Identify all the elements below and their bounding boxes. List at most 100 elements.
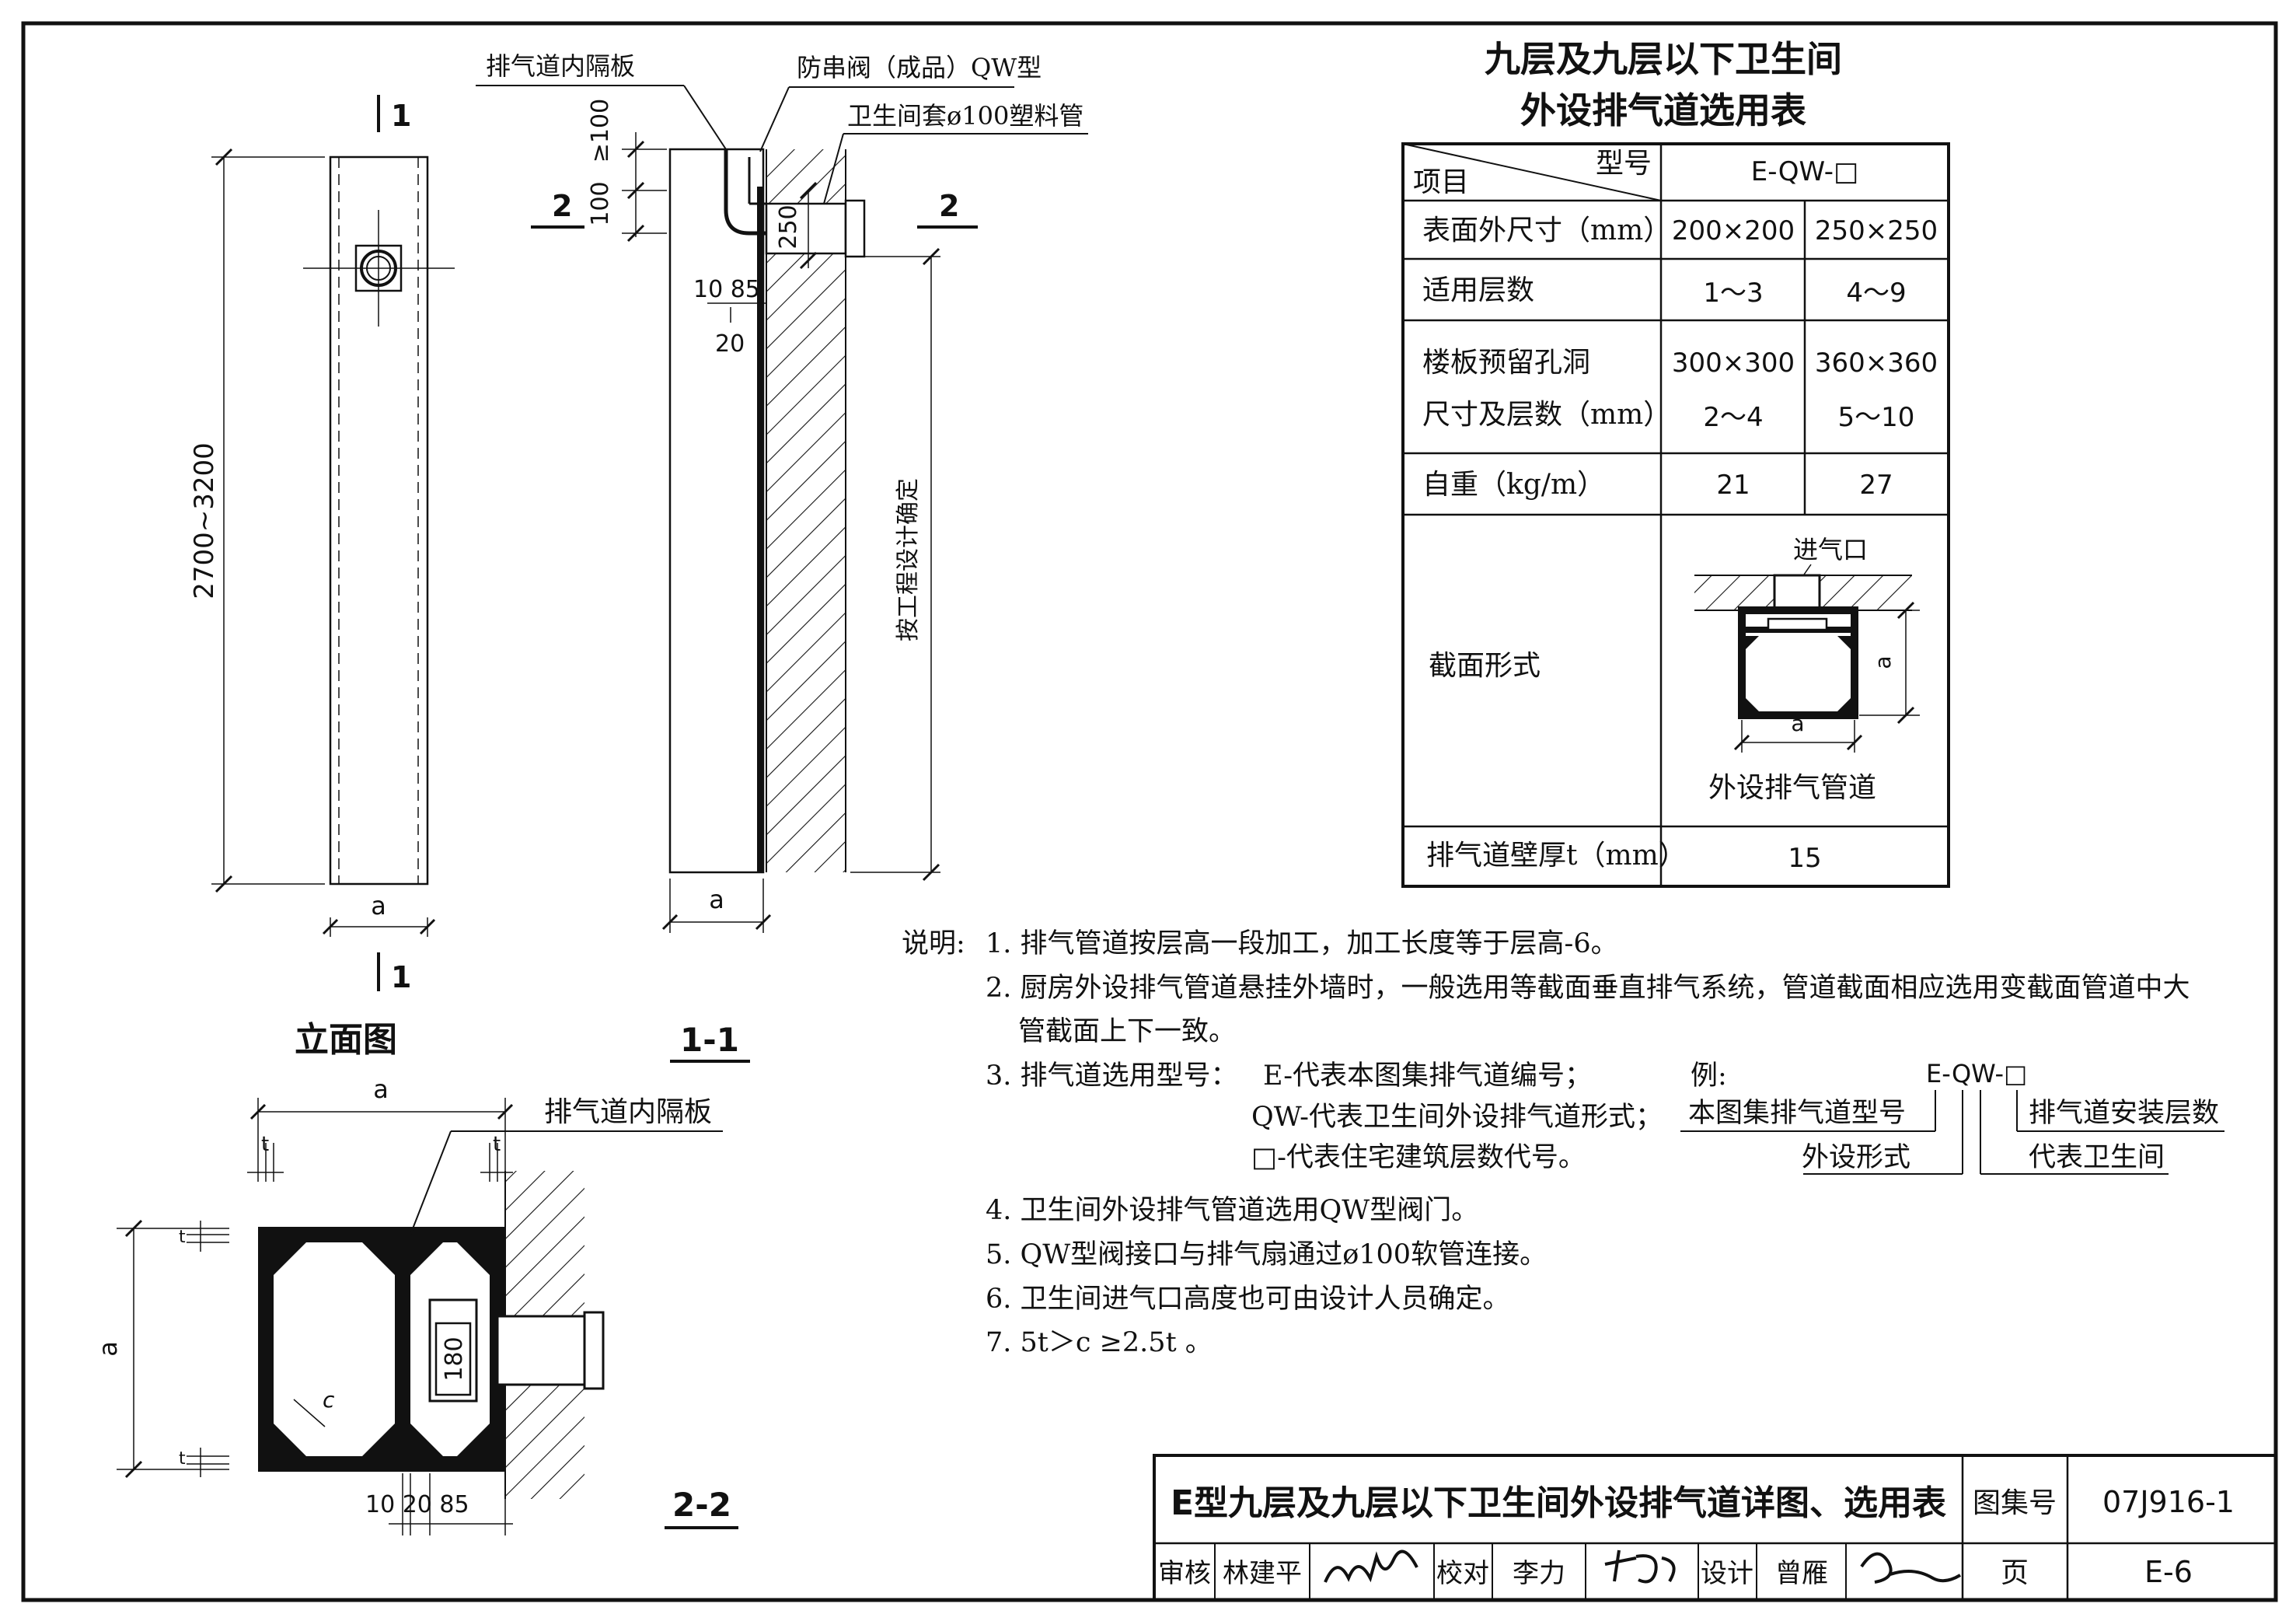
table-head-item: 项目 [1413,166,1469,198]
section-1-1-view: 排气道内隔板 防串阀（成品）QW型 卫生间套ø100塑料管 2 2 100 ≥1… [476,51,1088,1063]
section-2-2-dim-180: 180 [441,1336,468,1381]
sheet-border [21,21,2278,1602]
table-wall-value: 15 [1788,843,1821,874]
section-1-1-label-valve: 防串阀（成品）QW型 [797,53,1042,82]
section-2-2-dim-t-lower: t [179,1449,186,1469]
checker-name: 李力 [1513,1558,1565,1589]
checker-signature [1604,1549,1676,1584]
table-dim-a-bottom: a [1791,711,1804,736]
table-row-hole-v2b: 5～10 [1838,402,1915,433]
table-title-line1: 九层及九层以下卫生间 [1485,38,1842,80]
note-3-b: QW-代表卫生间外设排气道形式； [1251,1102,1663,1133]
reviewer-name: 林建平 [1223,1558,1302,1589]
elevation-title: 立面图 [295,1020,397,1060]
note-5: 5. QW型阀接口与排气扇通过ø100软管连接。 [986,1239,1547,1270]
atlas-label: 图集号 [1973,1487,2057,1519]
table-row-size-v1: 200×200 [1672,215,1795,246]
table-dim-a-side: a [1870,655,1896,669]
table-row-size-label: 表面外尺寸（mm） [1422,215,1671,246]
example-form: 外设形式 [1802,1142,1910,1173]
table-row-hole-label1: 楼板预留孔洞 [1422,347,1590,379]
note-3-head: 3. 排气道选用型号： [986,1060,1238,1092]
section-1-1-label-partition: 排气道内隔板 [486,51,635,81]
elevation-height-dim: 2700~3200 [189,442,220,599]
table-row-size-v2: 250×250 [1815,215,1938,246]
note-prefix: 说明: [902,928,965,959]
elevation-section-mark-bottom: 1 [391,960,411,994]
designer-signature [1860,1552,1962,1584]
example-code: E-QW-□ [1926,1059,2027,1088]
section-2-2-dim-a-top: a [373,1074,389,1104]
table-row-hole-v1a: 300×300 [1672,348,1795,379]
reviewer-signature [1324,1549,1418,1583]
table-row-weight-label: 自重（kg/m） [1422,469,1605,501]
section-1-1-dim-250: 250 [775,204,802,249]
section-2-2-dim-bottom: 10 20 85 [365,1491,469,1518]
table-row-weight-v1: 21 [1716,470,1750,501]
example-series: 本图集排气道型号 [1688,1098,1906,1129]
section-2-2-dim-t-left: t [261,1133,269,1156]
table-row-floors-v2: 4～9 [1846,278,1906,309]
section-1-1-dim-20: 20 [715,330,745,358]
page-label: 页 [2001,1557,2029,1589]
table-model-code: E-QW-□ [1751,156,1858,187]
section-2-2-dim-t-right: t [493,1133,501,1156]
section-1-1-label-pipe: 卫生间套ø100塑料管 [847,101,1083,131]
section-2-2-label-partition: 排气道内隔板 [544,1096,712,1128]
section-1-1-pipe [765,202,847,255]
review-label: 审核 [1158,1558,1211,1589]
section-2-2-title: 2-2 [672,1486,731,1524]
section-2-2-dim-c: c [323,1387,335,1413]
note-6: 6. 卫生间进气口高度也可由设计人员确定。 [986,1284,1510,1315]
example-prefix: 例: [1691,1060,1727,1092]
table-row-weight-v2: 27 [1859,470,1893,501]
section-1-1-dim-100: 100 [587,181,614,225]
drawing-title: E型九层及九层以下卫生间外设排气道详图、选用表 [1171,1483,1946,1523]
page-number: E-6 [2144,1555,2193,1589]
table-title-line2: 外设排气道选用表 [1520,89,1806,131]
table-head-model: 型号 [1596,148,1652,180]
note-7: 7. 5t＞c ≥2.5t 。 [986,1327,1213,1358]
notes: 说明: 1. 排气管道按层高一段加工，加工长度等于层高-6。 2. 厨房外设排气… [902,928,2224,1358]
table-wall-label: 排气道壁厚t（mm） [1426,840,1687,872]
table-row-hole-v2a: 360×360 [1815,348,1938,379]
table-section-label: 截面形式 [1429,650,1541,682]
section-1-1-mark-left: 2 [552,189,572,223]
elevation-section-mark-top: 1 [391,99,411,133]
note-2b: 管截面上下一致。 [1018,1016,1236,1047]
table-duct-label: 外设排气管道 [1708,772,1876,804]
section-1-1-dim-design: 按工程设计确定 [895,478,922,641]
note-3-c: □-代表住宅建筑层数代号。 [1251,1142,1586,1173]
model-example: 例: E-QW-□ 本图集排气道型号 外设形式 排气道安装层数 代表卫生间 [1680,1059,2224,1175]
note-1: 1. 排气管道按层高一段加工，加工长度等于层高-6。 [986,928,1618,959]
table-inlet-label: 进气口 [1793,535,1868,564]
section-1-1-width-dim: a [709,885,724,914]
section-1-1-wall [766,149,846,872]
example-room: 代表卫生间 [2029,1142,2165,1173]
table-row-hole-v1b: 2～4 [1703,402,1763,433]
section-1-1-dim-10-85: 10 85 [693,276,760,303]
design-label: 设计 [1701,1558,1753,1589]
elevation-vent [303,210,455,327]
table-row-hole-label2: 尺寸及层数（mm） [1422,399,1671,431]
section-1-1-duct [668,148,765,874]
section-1-1-partition [724,149,766,236]
table-row-floors-label: 适用层数 [1422,274,1534,306]
table-row-floors-v1: 1～3 [1703,278,1763,309]
section-2-2-pipe [496,1315,586,1386]
elevation-width-dim: a [371,891,386,921]
section-1-1-title: 1-1 [680,1021,739,1059]
elevation-duct [329,155,429,886]
section-2-2-dim-a-left: a [93,1341,123,1357]
section-1-1-dim-ge100: ≥100 [587,99,614,162]
example-floors: 排气道安装层数 [2029,1098,2219,1129]
title-block: E型九层及九层以下卫生间外设排气道详图、选用表 图集号 07J916-1 审核 … [1153,1454,2277,1602]
table-section-sketch: 进气口 a a 外设排气管道 [1694,535,1920,804]
designer-name: 曾雁 [1775,1558,1828,1589]
note-2a: 2. 厨房外设排气管道悬挂外墙时，一般选用等截面垂直排气系统，管道截面相应选用变… [986,973,2190,1004]
note-4: 4. 卫生间外设排气管道选用QW型阀门。 [986,1195,1478,1226]
section-2-2-view: 180 排气道内隔板 a t t a t t [93,1074,738,1535]
elevation-view: 1 1 2700~3200 a 立面图 [189,95,455,1060]
selection-table: 九层及九层以下卫生间 外设排气道选用表 项目 型号 E-QW-□ 表面外尺寸（m… [1401,38,1950,888]
check-label: 校对 [1436,1558,1489,1589]
